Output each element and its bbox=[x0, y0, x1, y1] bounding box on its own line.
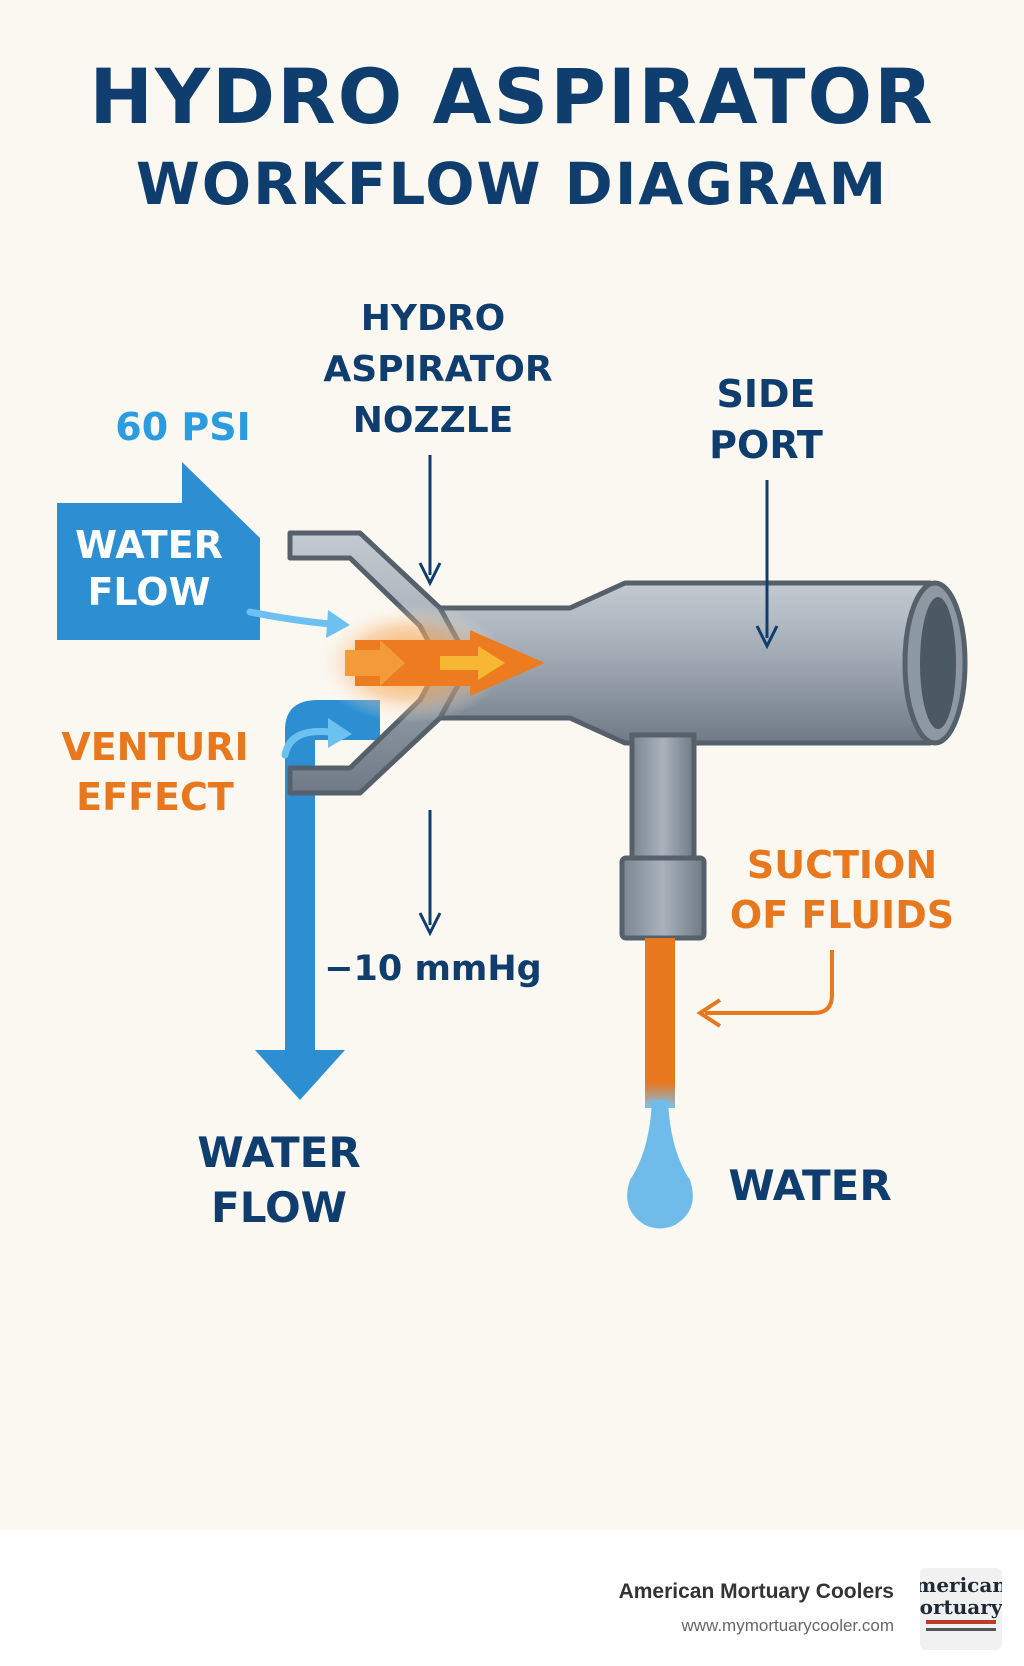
footer: American Mortuary Coolers www.mymortuary… bbox=[0, 1530, 1024, 1666]
outlet-flow-arrow bbox=[255, 700, 380, 1100]
jet-inner-arrow bbox=[440, 646, 505, 680]
water-label: WATER bbox=[728, 1161, 891, 1210]
svg-text:ortuary: ortuary bbox=[920, 1595, 1002, 1619]
pressure-label: 60 PSI bbox=[115, 405, 250, 449]
inflow-arrow-bottom-head bbox=[328, 718, 352, 748]
side-port-label-2: PORT bbox=[709, 423, 823, 467]
side-port-label-1: SIDE bbox=[716, 372, 815, 416]
suction-stream bbox=[645, 938, 675, 1108]
pipe-opening-inner bbox=[920, 597, 956, 729]
suction-pointer-head bbox=[696, 998, 722, 1028]
stem-fitting bbox=[619, 855, 707, 941]
nozzle-pointer-head bbox=[418, 562, 442, 587]
side-stem bbox=[629, 732, 697, 868]
inflow-arrow-top bbox=[246, 608, 334, 628]
title-line-1: HYDRO ASPIRATOR bbox=[89, 52, 935, 141]
vacuum-pointer-head bbox=[418, 912, 442, 937]
inlet-flow-label-1: WATER bbox=[75, 523, 223, 567]
suction-pointer bbox=[705, 950, 834, 1015]
water-droplet bbox=[627, 1100, 693, 1229]
company-logo: merican ortuary bbox=[920, 1568, 1002, 1650]
suction-label-1: SUCTION bbox=[747, 843, 937, 887]
aspirator-diagram: 60 PSI WATER FLOW HYDRO ASPIRATOR NOZZLE… bbox=[57, 298, 968, 1232]
inlet-flow-label-2: FLOW bbox=[87, 570, 210, 614]
outlet-flow-label-1: WATER bbox=[197, 1128, 360, 1177]
nozzle-label-1: HYDRO bbox=[361, 298, 505, 339]
title-line-2: WORKFLOW DIAGRAM bbox=[135, 150, 889, 218]
venturi-label-2: EFFECT bbox=[76, 775, 234, 819]
nozzle-label-3: NOZZLE bbox=[353, 400, 513, 441]
footer-url[interactable]: www.mymortuarycooler.com bbox=[681, 1616, 894, 1635]
venturi-label-1: VENTURI bbox=[61, 725, 248, 769]
inlet-flow-arrow bbox=[57, 462, 260, 640]
footer-brand: American Mortuary Coolers bbox=[618, 1580, 894, 1603]
side-port-pointer-head bbox=[755, 625, 779, 650]
inflow-arrow-top-head bbox=[326, 610, 350, 638]
inflow-arrow-bottom bbox=[281, 727, 334, 759]
inflow-arrow-mid bbox=[345, 640, 405, 686]
suction-label-2: OF FLUIDS bbox=[730, 893, 954, 937]
vacuum-label: −10 mmHg bbox=[324, 949, 542, 989]
svg-text:merican: merican bbox=[920, 1573, 1002, 1597]
outlet-flow-label-2: FLOW bbox=[211, 1183, 347, 1232]
nozzle-label-2: ASPIRATOR bbox=[323, 349, 552, 390]
